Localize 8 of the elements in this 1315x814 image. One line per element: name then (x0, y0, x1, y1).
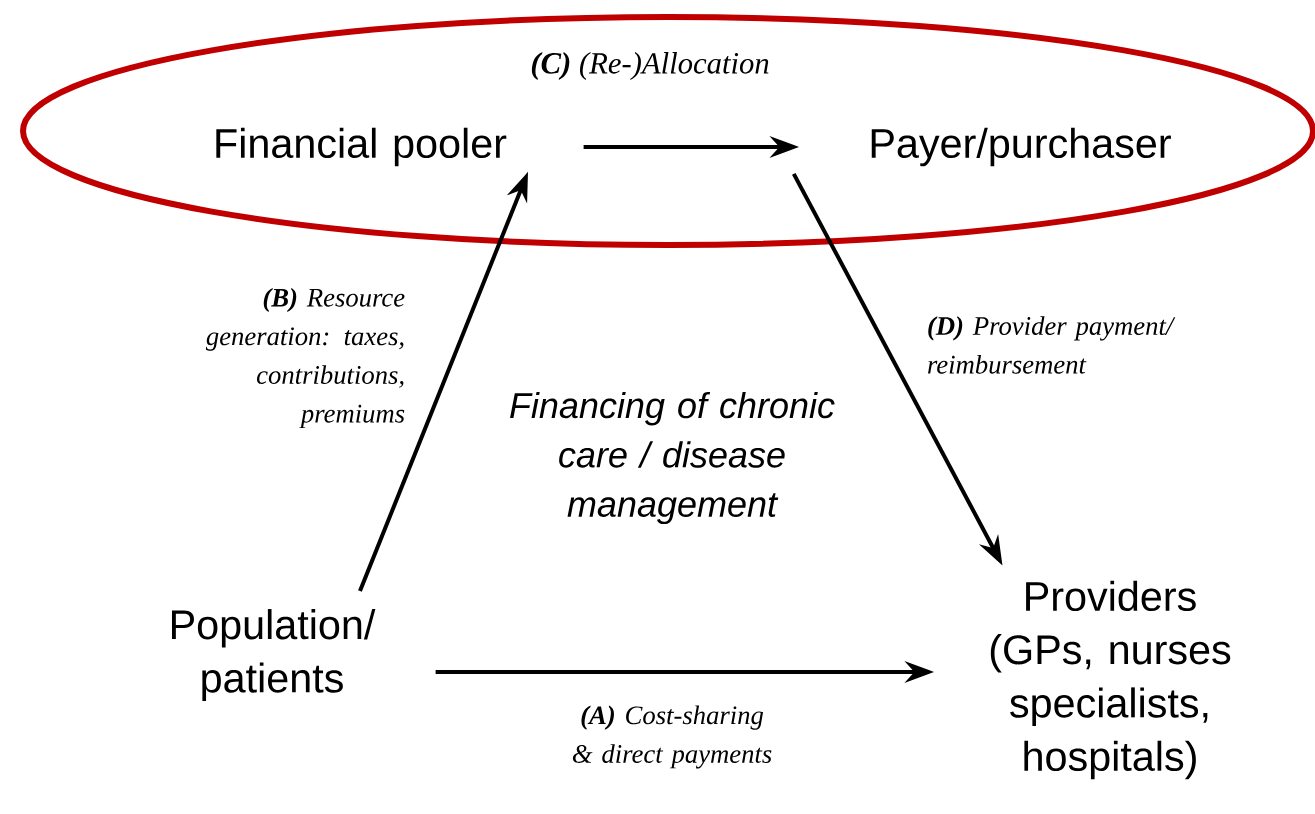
edge-label: (D) Provider payment/ reimbursement (928, 316, 1176, 374)
node-text: Population/ patients (172, 609, 376, 701)
node-text: Providers (GPs, nurses specialists, hospitals) (990, 580, 1231, 780)
edge-label: (A) Cost-sharing & direct payments (572, 705, 772, 769)
node-text: Financial pooler (216, 127, 507, 167)
center-label: Financing of chronic care / disease management (510, 391, 835, 525)
node-text: Payer/purchaser (871, 127, 1171, 167)
edge-label: (B) Resource generation: taxes, contributions, premiums (205, 287, 405, 429)
